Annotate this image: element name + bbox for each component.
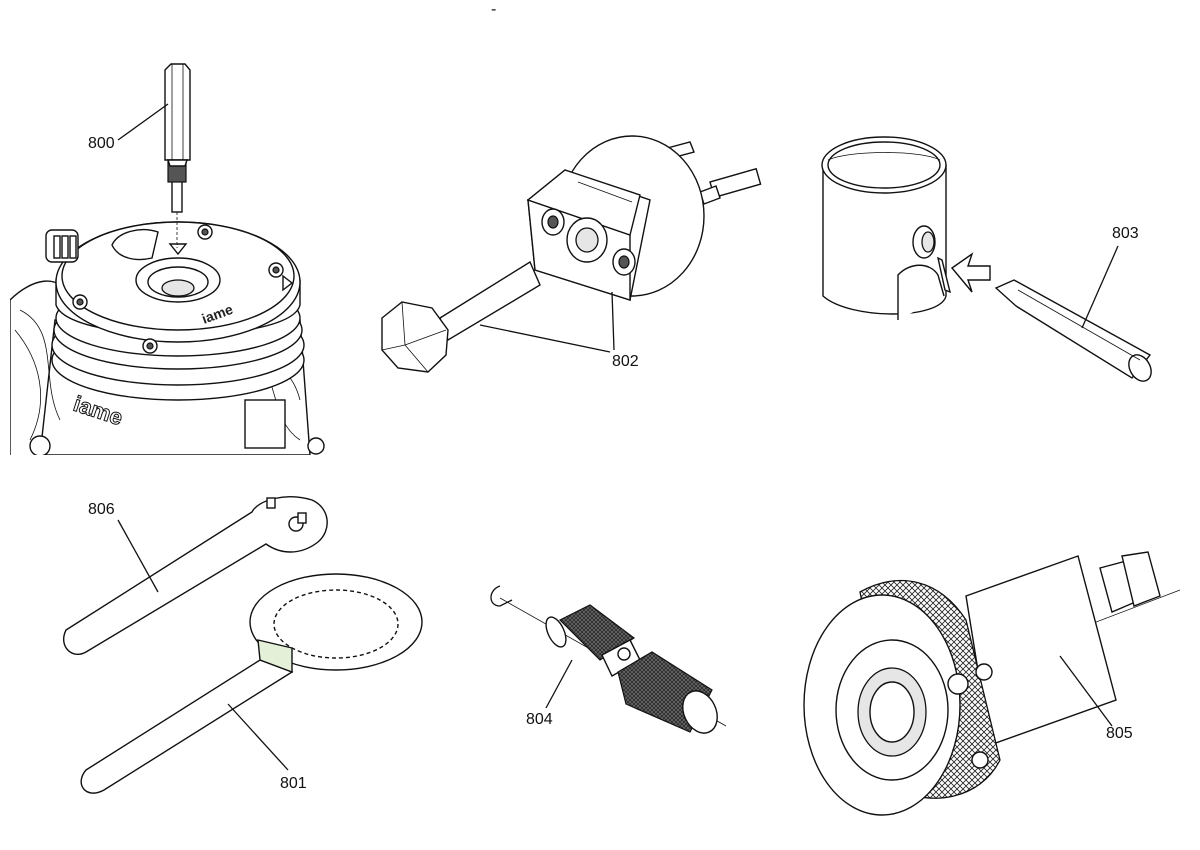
top-mark: - [491, 1, 496, 18]
label-805: 805 [1106, 725, 1133, 742]
tool-803-piston-pin [821, 136, 1152, 382]
label-803: 803 [1112, 225, 1139, 242]
label-806: 806 [88, 501, 115, 518]
tool-806-pin-wrench [63, 496, 328, 655]
label-801: 801 [280, 775, 307, 792]
tool-802-puller [381, 135, 762, 373]
tool-805-ring-tool [803, 551, 1181, 816]
tool-801-splined-wrench [80, 573, 423, 794]
label-802: 802 [612, 353, 639, 370]
tool-800-hex-pin [164, 63, 191, 213]
engine-cylinder-head: iame iame [10, 221, 325, 455]
label-804: 804 [526, 711, 553, 728]
tool-804-knurled-pin [490, 585, 727, 734]
label-800: 800 [88, 135, 115, 152]
